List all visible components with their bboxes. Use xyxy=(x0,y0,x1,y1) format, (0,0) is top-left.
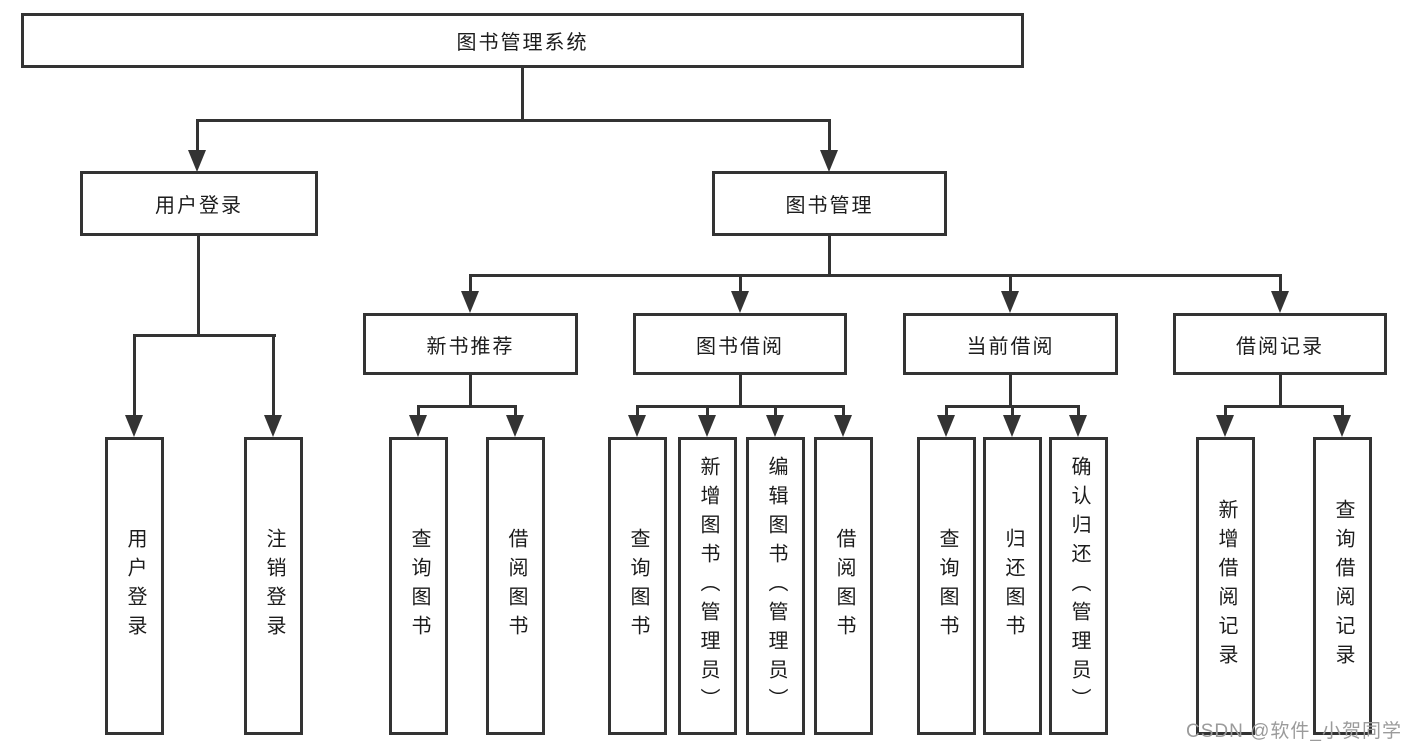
connector-line-vertical xyxy=(521,68,524,121)
leaf-borrow-book-recommend: 借阅图书 xyxy=(486,437,545,735)
arrowhead-down xyxy=(1271,291,1289,313)
arrowhead-down xyxy=(264,415,282,437)
node-label: 新书推荐 xyxy=(426,335,515,358)
arrowhead-down xyxy=(506,415,524,437)
arrowhead-down xyxy=(1001,291,1019,313)
connector-line-vertical xyxy=(1341,405,1344,418)
node-label: 当前借阅 xyxy=(966,335,1055,358)
arrowhead-down xyxy=(698,415,716,437)
connector-line-horizontal xyxy=(196,119,831,122)
connector-line-vertical xyxy=(1011,405,1014,418)
connector-line-vertical xyxy=(417,405,420,418)
connector-line-vertical xyxy=(828,236,831,277)
leaf-edit-book-admin: 编辑图书（管理员） xyxy=(746,437,805,735)
node-new-book-recommend: 新书推荐 xyxy=(363,313,578,375)
connector-line-vertical xyxy=(1279,375,1282,407)
connector-line-vertical xyxy=(469,274,472,294)
arrowhead-down xyxy=(409,415,427,437)
leaf-query-book-current: 查询图书 xyxy=(917,437,976,735)
arrowhead-down xyxy=(1333,415,1351,437)
arrowhead-down xyxy=(188,150,206,172)
connector-line-vertical xyxy=(272,334,275,418)
leaf-return-book: 归还图书 xyxy=(983,437,1042,735)
connector-line-vertical xyxy=(1009,274,1012,294)
leaf-confirm-return-admin: 确认归还（管理员） xyxy=(1049,437,1108,735)
leaf-add-borrow-record: 新增借阅记录 xyxy=(1196,437,1255,735)
connector-line-vertical xyxy=(945,405,948,418)
arrowhead-down xyxy=(731,291,749,313)
connector-line-vertical xyxy=(739,375,742,407)
connector-line-vertical xyxy=(133,334,136,418)
arrowhead-down xyxy=(937,415,955,437)
node-user-login: 用户登录 xyxy=(80,171,318,236)
node-label: 图书管理系统 xyxy=(456,32,589,54)
connector-line-vertical xyxy=(636,405,639,418)
arrowhead-down xyxy=(1003,415,1021,437)
connector-line-horizontal xyxy=(469,274,1282,277)
connector-line-horizontal xyxy=(417,405,517,408)
node-borrow-record: 借阅记录 xyxy=(1173,313,1387,375)
connector-line-vertical xyxy=(739,274,742,294)
arrowhead-down xyxy=(461,291,479,313)
connector-line-vertical xyxy=(196,119,199,153)
node-label: 图书借阅 xyxy=(696,335,784,358)
connector-line-horizontal xyxy=(1224,405,1344,408)
connector-line-vertical xyxy=(197,236,200,336)
connector-line-vertical xyxy=(1224,405,1227,418)
connector-line-vertical xyxy=(514,405,517,418)
node-book-borrow: 图书借阅 xyxy=(633,313,847,375)
connector-line-horizontal xyxy=(636,405,845,408)
node-current-borrow: 当前借阅 xyxy=(903,313,1118,375)
arrowhead-down xyxy=(628,415,646,437)
leaf-user-login: 用户登录 xyxy=(105,437,164,735)
connector-line-vertical xyxy=(469,375,472,407)
watermark: CSDN @软件_小贺同学 xyxy=(1186,721,1402,742)
connector-line-vertical xyxy=(828,119,831,153)
node-book-management: 图书管理 xyxy=(712,171,947,236)
connector-line-vertical xyxy=(1009,375,1012,407)
node-label: 借阅记录 xyxy=(1236,335,1324,358)
arrowhead-down xyxy=(766,415,784,437)
connector-line-vertical xyxy=(842,405,845,418)
leaf-query-borrow-record: 查询借阅记录 xyxy=(1313,437,1372,735)
arrowhead-down xyxy=(834,415,852,437)
connector-line-vertical xyxy=(706,405,709,418)
node-label: 图书管理 xyxy=(785,195,874,217)
node-label: 用户登录 xyxy=(155,195,243,217)
arrowhead-down xyxy=(820,150,838,172)
arrowhead-down xyxy=(1069,415,1087,437)
leaf-query-book-recommend: 查询图书 xyxy=(389,437,448,735)
leaf-add-book-admin: 新增图书（管理员） xyxy=(678,437,737,735)
node-library-system: 图书管理系统 xyxy=(21,13,1024,68)
connector-line-vertical xyxy=(1077,405,1080,418)
leaf-borrow-book: 借阅图书 xyxy=(814,437,873,735)
connector-line-vertical xyxy=(1279,274,1282,294)
leaf-query-book-borrow: 查询图书 xyxy=(608,437,667,735)
connector-line-vertical xyxy=(774,405,777,418)
arrowhead-down xyxy=(125,415,143,437)
arrowhead-down xyxy=(1216,415,1234,437)
leaf-logout: 注销登录 xyxy=(244,437,303,735)
connector-line-horizontal xyxy=(133,334,276,337)
